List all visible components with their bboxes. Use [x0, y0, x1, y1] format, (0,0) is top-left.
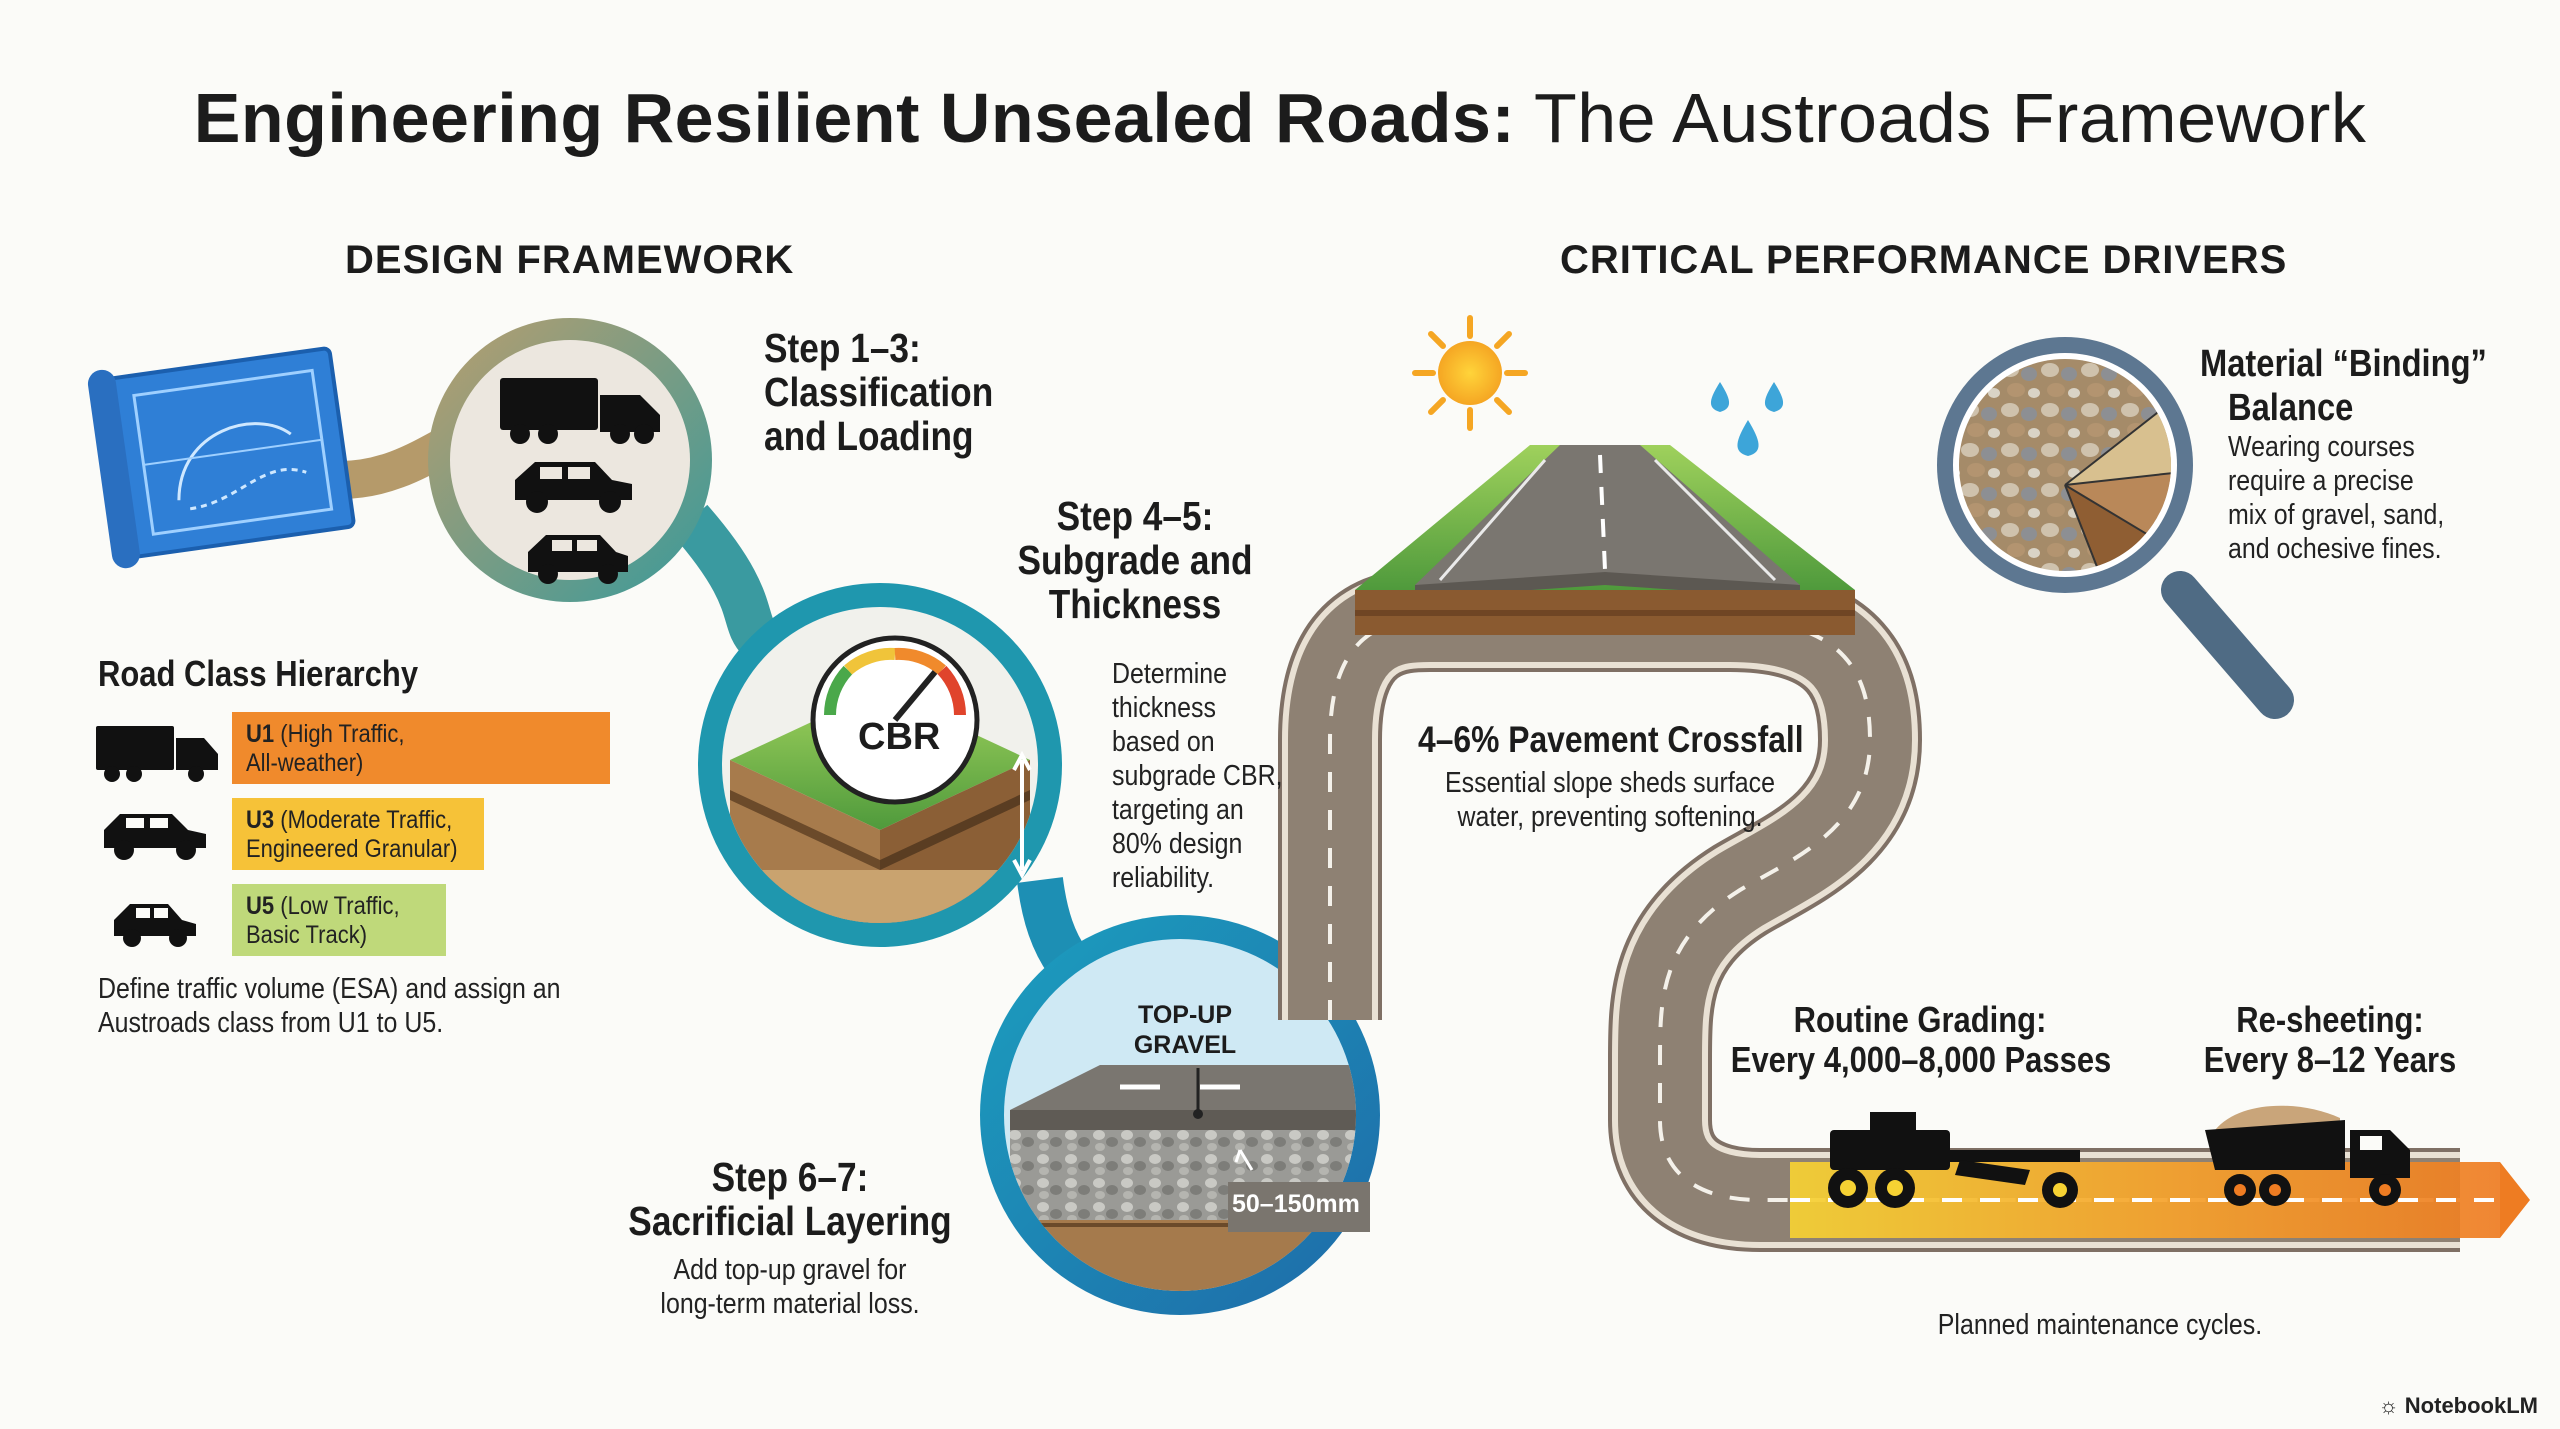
road-class-desc: Basic Track) [246, 921, 368, 949]
road-class-heading: Road Class Hierarchy [98, 653, 419, 694]
step67-title: Step 6–7: Sacrificial Layering [600, 1155, 980, 1243]
notebooklm-label: NotebookLM [2404, 1393, 2538, 1418]
cbr-label: CBR [858, 716, 941, 758]
road-class-desc: All-weather) [246, 749, 364, 777]
road-class-code: U3 [246, 806, 275, 834]
blueprint-icon [87, 346, 356, 569]
magnifier-icon [1937, 337, 2294, 719]
grading-title-line: Routine Grading: [1793, 999, 2047, 1040]
step45-title: Step 4–5: Subgrade and Thickness [965, 494, 1305, 626]
road-class-u5: U5 (Low Traffic, Basic Track) [232, 884, 446, 956]
step67-desc-line: Add top-up gravel for [673, 1254, 907, 1286]
road-class-car-icon [114, 904, 196, 947]
crossfall-desc-line: Essential slope sheds surface [1445, 767, 1775, 799]
performance-drivers-heading: CRITICAL PERFORMANCE DRIVERS [1560, 238, 2288, 282]
binding-desc-line: require a precise [2228, 465, 2414, 497]
step45-title-line: Subgrade and [1017, 537, 1253, 583]
road-class-desc-line: Austroads class from U1 to U5. [98, 1007, 444, 1039]
resheeting-title-line: Re-sheeting: [2236, 999, 2424, 1040]
page-title: Engineering Resilient Unsealed Roads: Th… [0, 78, 2560, 158]
grading-title-line: Every 4,000–8,000 Passes [1730, 1039, 2112, 1080]
step45-desc-line: based on [1112, 726, 1215, 758]
step45-title-line: Step 4–5: [1056, 493, 1214, 539]
step13-title: Step 1–3: Classification and Loading [764, 326, 1031, 458]
road-class-truck-icon [96, 726, 218, 782]
maintenance-caption-wrap: Planned maintenance cycles. [1850, 1308, 2350, 1342]
topup-gravel-label: TOP-UP GRAVEL [1125, 1000, 1245, 1060]
crossfall-desc-line: water, preventing softening. [1457, 801, 1763, 833]
classification-suv-icon [515, 462, 632, 513]
step45-desc-line: targeting an [1112, 794, 1244, 826]
binding-desc-line: mix of gravel, sand, [2228, 499, 2445, 531]
road-class-desc: (High Traffic, [280, 720, 405, 748]
grader-icon [1828, 1112, 2080, 1208]
notebooklm-logo-icon: ☼ [2378, 1393, 2399, 1418]
road-class-desc-line: Define traffic volume (ESA) and assign a… [98, 973, 561, 1005]
sun-icon [1412, 315, 1528, 431]
step45-desc-line: reliability. [1112, 862, 1215, 894]
resheeting-title-line: Every 8–12 Years [2203, 1039, 2457, 1080]
step67-title-line: Step 6–7: [711, 1154, 869, 1200]
topup-gravel-label-line: TOP-UP [1138, 1001, 1232, 1029]
step13-title-line: Classification [764, 369, 994, 415]
step45-desc-line: subgrade CBR, [1112, 760, 1283, 792]
step45-desc-line: Determine [1112, 658, 1228, 690]
rain-drops-icon [1710, 382, 1784, 456]
road-class-u3: U3 (Moderate Traffic, Engineered Granula… [232, 798, 484, 870]
dump-truck-icon [2205, 1105, 2410, 1206]
binding-desc-line: and ochesive fines. [2228, 533, 2442, 565]
road-class-desc: (Moderate Traffic, [280, 806, 453, 834]
binding-description: Wearing courses require a precise mix of… [2228, 430, 2479, 566]
road-class-suv-icon [104, 814, 206, 860]
step45-circle [698, 583, 1062, 947]
road-class-description: Define traffic volume (ESA) and assign a… [98, 972, 636, 1040]
step45-desc-line: thickness [1112, 692, 1216, 724]
thickness-label: 50–150mm [1232, 1190, 1360, 1218]
step13-title-line: Step 1–3: [764, 325, 921, 371]
crossfall-description: Essential slope sheds surface water, pre… [1380, 766, 1840, 834]
binding-title-line: Material “Binding” [2200, 343, 2487, 385]
road-class-u1: U1 (High Traffic, All-weather) [232, 712, 610, 784]
binding-title: Material “Binding” Balance [2200, 342, 2534, 430]
step67-title-line: Sacrificial Layering [628, 1198, 952, 1244]
crossfall-road-section [1355, 445, 1855, 635]
road-class-code: U5 [246, 892, 275, 920]
page-title-bold: Engineering Resilient Unsealed Roads: [193, 79, 1516, 157]
step13-circle [428, 318, 712, 602]
step13-title-line: and Loading [764, 413, 974, 459]
maintenance-caption: Planned maintenance cycles. [1937, 1309, 2263, 1341]
step45-description: Determine thickness based on subgrade CB… [1112, 657, 1310, 895]
road-class-desc: Engineered Granular) [246, 835, 458, 863]
page-title-light: The Austroads Framework [1533, 79, 2367, 157]
road-class-desc: (Low Traffic, [280, 892, 400, 920]
topup-gravel-label-line: GRAVEL [1133, 1031, 1237, 1059]
grading-title: Routine Grading: Every 4,000–8,000 Passe… [1700, 1000, 2140, 1080]
step67-description: Add top-up gravel for long-term material… [600, 1253, 980, 1321]
design-framework-heading: DESIGN FRAMEWORK [345, 238, 795, 282]
crossfall-title: 4–6% Pavement Crossfall [1418, 719, 1804, 760]
step67-desc-line: long-term material loss. [660, 1288, 920, 1320]
snake-connector-1 [672, 504, 778, 657]
notebooklm-brand: ☼ NotebookLM [2379, 1393, 2539, 1419]
road-class-code: U1 [246, 720, 275, 748]
classification-truck-icon [500, 378, 660, 444]
binding-desc-line: Wearing courses [2228, 431, 2415, 463]
classification-car-icon [528, 535, 628, 584]
step45-title-line: Thickness [1048, 581, 1222, 627]
binding-title-line: Balance [2228, 387, 2354, 429]
step45-desc-line: 80% design [1112, 828, 1243, 860]
cbr-gauge-icon [810, 635, 980, 805]
resheeting-title: Re-sheeting: Every 8–12 Years [2150, 1000, 2510, 1080]
